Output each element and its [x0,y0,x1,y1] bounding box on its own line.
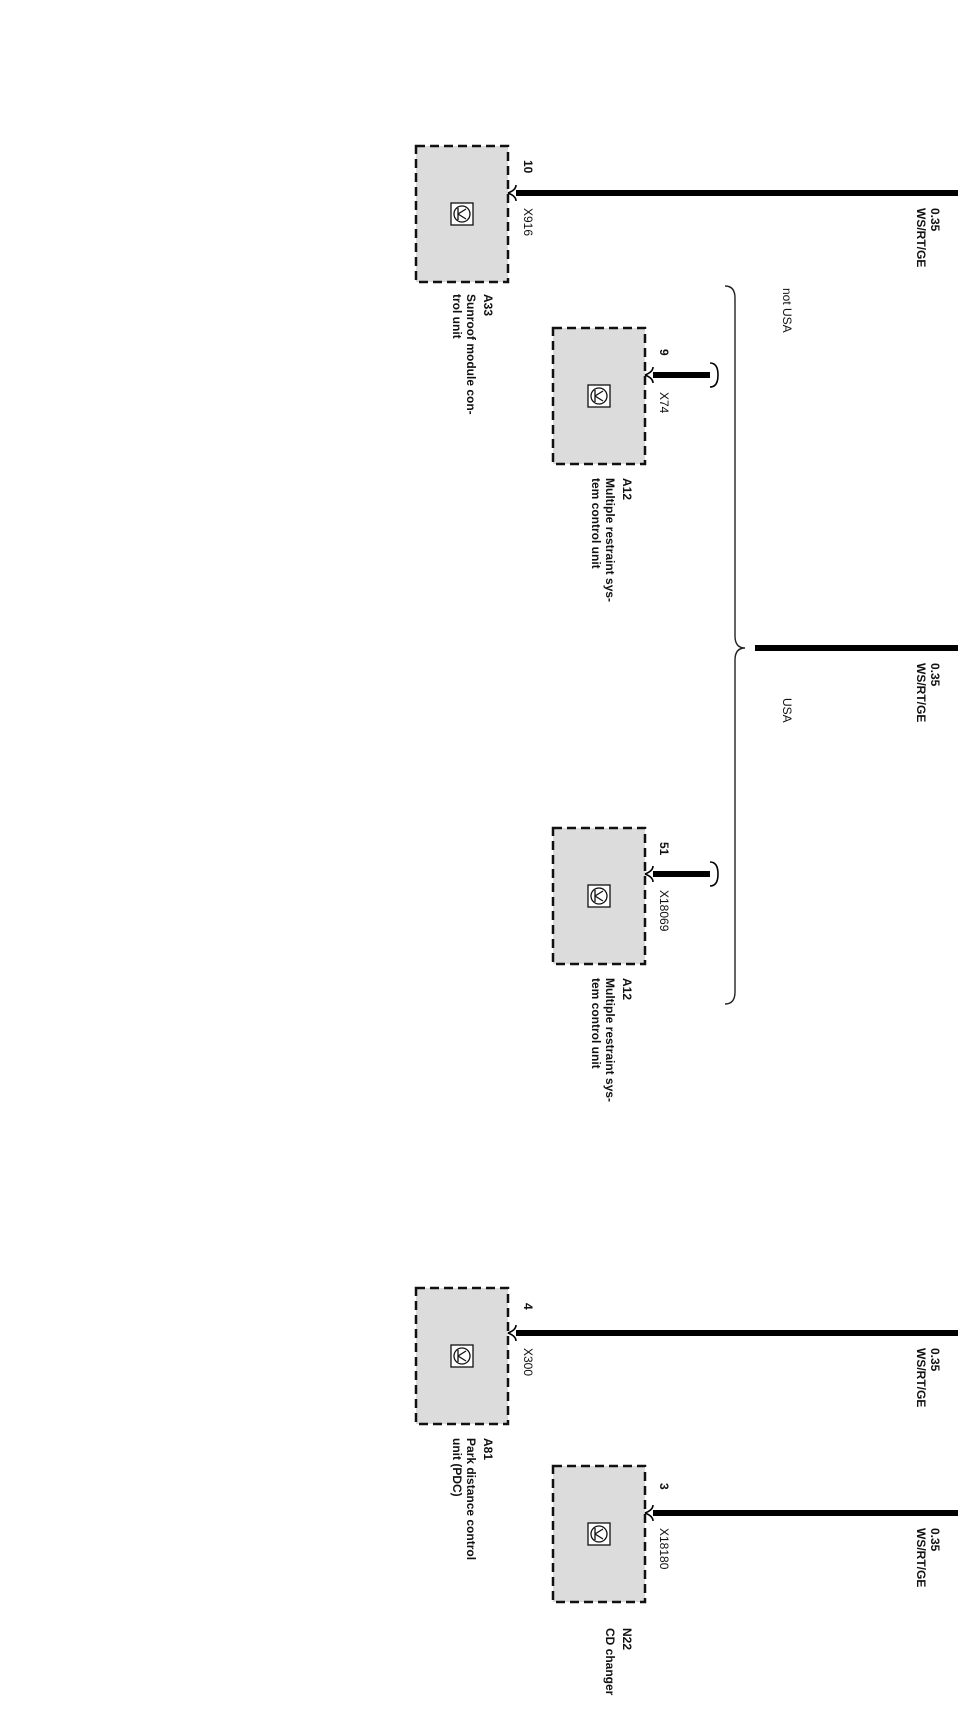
branch-wire-color: WS/RT/GE [914,663,928,722]
a81-connector-mark [507,1324,517,1342]
variant-not-usa: not USA [780,288,794,333]
n22-desc-line1: CD changer [603,1628,617,1696]
a12-not-usa-id: A12 [620,478,634,500]
a12-not-usa-desc-line1: Multiple restraint sys- [603,478,617,602]
n22-wire-color: WS/RT/GE [914,1528,928,1587]
variant-usa: USA [780,698,794,723]
a12-not-usa-pin: 9 [657,349,671,356]
n22-pin: 3 [657,1483,671,1490]
a81-id: A81 [481,1438,495,1460]
a12-usa-desc-line2: tem control unit [589,978,603,1069]
a81-desc-line2: unit (PDC) [450,1438,464,1497]
component-a12-not-usa: 9 X74 A12 Multiple restraint sys- tem co… [551,326,719,602]
a12-usa-connector-mark [644,865,654,883]
a33-id: A33 [481,294,495,316]
a33-connector-mark [507,184,517,202]
n22-id: N22 [620,1628,634,1650]
a33-desc-line2: trol unit [450,294,464,339]
a12-usa-id: A12 [620,978,634,1000]
a33-pin: 10 [521,160,535,174]
a81-desc-line1: Park distance control [464,1438,478,1560]
n22-connector: X18180 [657,1528,671,1570]
a12-usa-wire-end [709,861,719,887]
variant-brace [724,285,746,1005]
control-unit-symbol-icon [587,1522,611,1546]
a12-not-usa-desc-line2: tem control unit [589,478,603,569]
variant-branch: 0.35 WS/RT/GE not USA USA [724,285,958,1005]
a81-pin: 4 [521,1303,535,1310]
a12-not-usa-wire-end [709,362,719,388]
n22-connector-mark [644,1504,654,1522]
a33-desc-line1: Sunroof module con- [464,294,478,415]
control-unit-symbol-icon [450,1344,474,1368]
a33-wire-gauge: 0.35 [928,208,942,232]
n22-control-unit-box[interactable] [551,1464,647,1604]
branch-wire-gauge: 0.35 [928,663,942,687]
a12-not-usa-connector-mark [644,366,654,384]
component-n22: 3 X18180 N22 CD changer 0.35 WS/RT/GE [551,1464,958,1696]
component-a12-usa: 51 X18069 A12 Multiple restraint sys- te… [551,826,719,1102]
component-a33: 10 X916 A33 Sunroof module con- trol uni… [414,144,958,415]
a33-wire-color: WS/RT/GE [914,208,928,267]
a12-usa-desc-line1: Multiple restraint sys- [603,978,617,1102]
control-unit-symbol-icon [450,202,474,226]
control-unit-symbol-icon [587,384,611,408]
a81-wire-color: WS/RT/GE [914,1348,928,1407]
n22-wire-gauge: 0.35 [928,1528,942,1552]
control-unit-symbol-icon [587,884,611,908]
a12-not-usa-connector: X74 [657,392,671,414]
component-a81: 4 X300 A81 Park distance control unit (P… [414,1286,958,1560]
a33-connector: X916 [521,208,535,236]
a81-connector: X300 [521,1348,535,1376]
a81-wire-gauge: 0.35 [928,1348,942,1372]
a12-usa-connector: X18069 [657,890,671,932]
a12-usa-pin: 51 [657,842,671,856]
